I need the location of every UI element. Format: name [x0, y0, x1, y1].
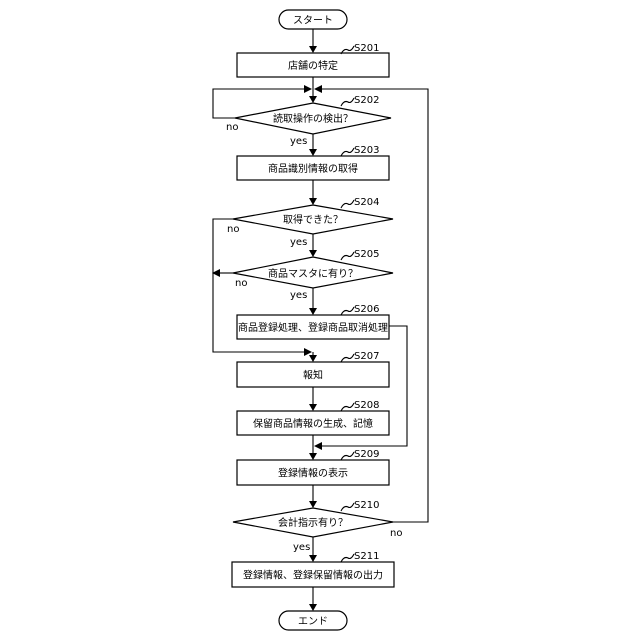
step-id-s207: S207: [354, 351, 379, 362]
step-id-s211: S211: [354, 551, 379, 562]
process-s206-label: 商品登録処理、登録商品取消処理: [238, 321, 388, 334]
arrowhead-s207: [309, 355, 317, 362]
branch-label-s202-no: no: [226, 122, 238, 133]
end-label: エンド: [298, 617, 328, 628]
decision-s204-label: 取得できた？: [283, 214, 343, 226]
branch-label-s204-yes: yes: [290, 237, 307, 248]
step-id-s201: S201: [354, 43, 379, 54]
arrowhead-merge-s209: [314, 442, 322, 450]
arrowhead-end: [309, 604, 317, 611]
process-s207: 報知: [237, 362, 389, 387]
callout-leader-s205: [341, 252, 354, 260]
callout-leader-s202: [341, 98, 354, 106]
decision-s210-label: 会計指示有り？: [278, 516, 348, 529]
step-id-s205: S205: [354, 249, 379, 260]
step-id-s208: S208: [354, 400, 379, 411]
process-s208-label: 保留商品情報の生成、記憶: [253, 417, 373, 430]
step-id-s209: S209: [354, 449, 379, 460]
decision-s205: 商品マスタに有り？: [233, 257, 393, 288]
decision-s210: 会計指示有り？: [233, 508, 393, 537]
process-s206: 商品登録処理、登録商品取消処理: [237, 315, 389, 339]
process-s211: 登録情報、登録保留情報の出力: [232, 562, 394, 587]
process-s203-label: 商品識別情報の取得: [268, 162, 358, 175]
start-label: スタート: [293, 15, 333, 27]
start-terminal: スタート: [279, 10, 347, 29]
arrowhead-s201: [309, 46, 317, 53]
callout-leader-s208: [341, 403, 354, 411]
arrowhead-loop-right: [314, 85, 322, 93]
step-id-s210: S210: [354, 500, 379, 511]
arrowhead-s211: [309, 555, 317, 562]
process-s209: 登録情報の表示: [237, 460, 389, 485]
callout-leader-s206: [341, 307, 354, 315]
callout-leader-s209: [341, 452, 354, 460]
branch-label-s202-yes: yes: [290, 136, 307, 147]
decision-s202: 読取操作の検出？: [235, 103, 391, 134]
decision-s204: 取得できた？: [233, 205, 393, 234]
arrowhead-s210: [309, 501, 317, 508]
arrowhead-s203: [309, 149, 317, 156]
branch-label-s210-no: no: [390, 528, 402, 539]
arrowhead-s209: [309, 453, 317, 460]
process-s208: 保留商品情報の生成、記憶: [237, 411, 389, 435]
process-s203: 商品識別情報の取得: [237, 156, 389, 180]
process-s209-label: 登録情報の表示: [278, 467, 348, 480]
callout-leader-s210: [341, 503, 354, 511]
decision-s202-label: 読取操作の検出？: [273, 112, 353, 125]
arrowhead-s208: [309, 404, 317, 411]
branch-label-s205-yes: yes: [290, 290, 307, 301]
arrowhead-s202: [309, 96, 317, 103]
callout-leader-s204: [341, 200, 354, 208]
step-id-s203: S203: [354, 145, 379, 156]
process-s207-label: 報知: [303, 369, 323, 382]
decision-s205-label: 商品マスタに有り？: [268, 267, 358, 280]
process-s211-label: 登録情報、登録保留情報の出力: [243, 569, 383, 582]
branch-label-s205-no: no: [235, 278, 247, 289]
callout-leader-s203: [341, 148, 354, 156]
arrowhead-rail-merge: [304, 348, 312, 356]
step-id-s202: S202: [354, 95, 379, 106]
step-id-s204: S204: [354, 197, 379, 208]
branch-label-s204-no: no: [227, 224, 239, 235]
arrowhead-s204: [309, 198, 317, 205]
arrowhead-s205: [309, 250, 317, 257]
arrowhead-loop-left: [304, 85, 312, 93]
end-terminal: エンド: [279, 611, 347, 630]
process-s201: 店舗の特定: [237, 53, 389, 77]
callout-leader-s211: [341, 554, 354, 562]
branch-label-s210-yes: yes: [293, 542, 310, 553]
arrowhead-s206: [309, 308, 317, 315]
process-s201-label: 店舗の特定: [288, 59, 338, 72]
callout-leader-s207: [341, 354, 354, 362]
step-id-s206: S206: [354, 304, 379, 315]
